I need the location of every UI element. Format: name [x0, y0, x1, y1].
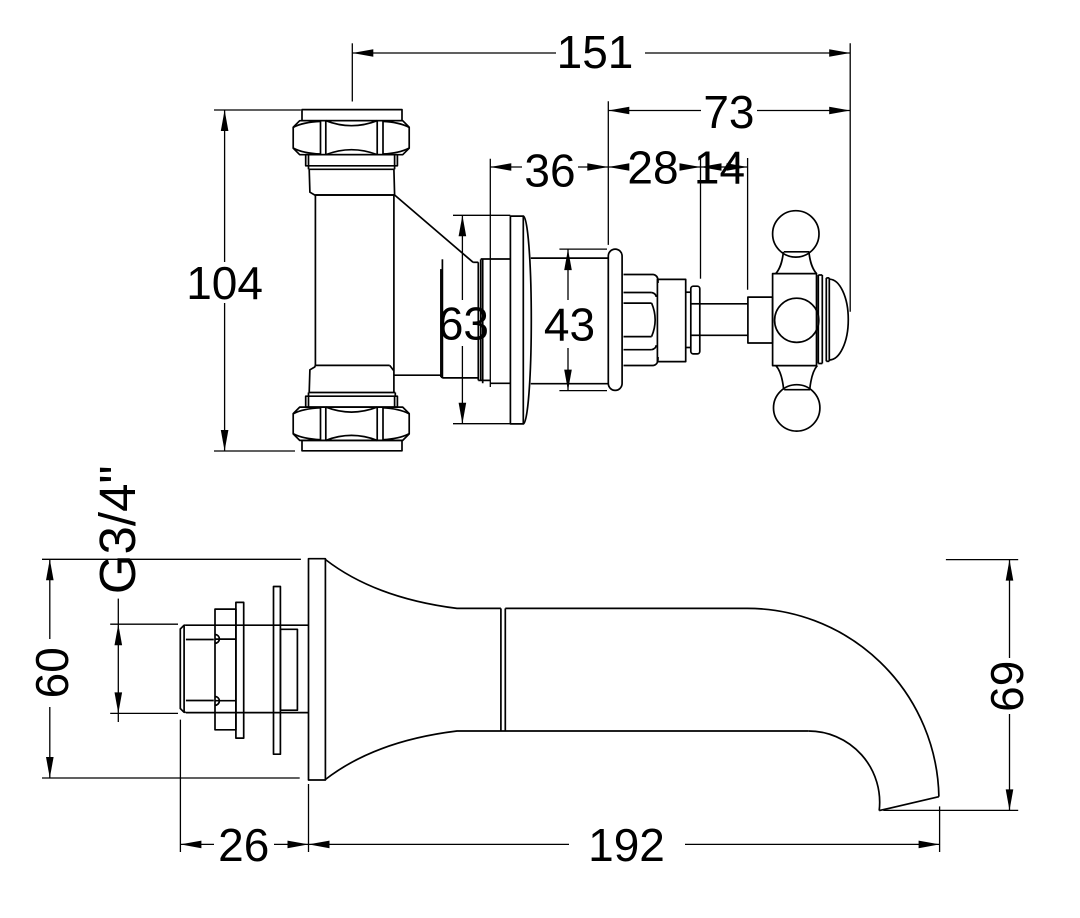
- svg-text:192: 192: [588, 819, 665, 871]
- svg-text:60: 60: [26, 647, 78, 698]
- svg-text:63: 63: [438, 298, 489, 350]
- svg-text:28: 28: [627, 142, 678, 194]
- svg-text:69: 69: [981, 661, 1033, 712]
- svg-text:14: 14: [694, 142, 745, 194]
- svg-text:36: 36: [524, 145, 575, 197]
- svg-text:73: 73: [703, 86, 754, 138]
- svg-text:104: 104: [186, 257, 263, 309]
- svg-text:43: 43: [544, 299, 595, 351]
- svg-text:26: 26: [218, 819, 269, 871]
- svg-text:151: 151: [557, 26, 634, 78]
- svg-text:G3/4": G3/4": [89, 465, 146, 594]
